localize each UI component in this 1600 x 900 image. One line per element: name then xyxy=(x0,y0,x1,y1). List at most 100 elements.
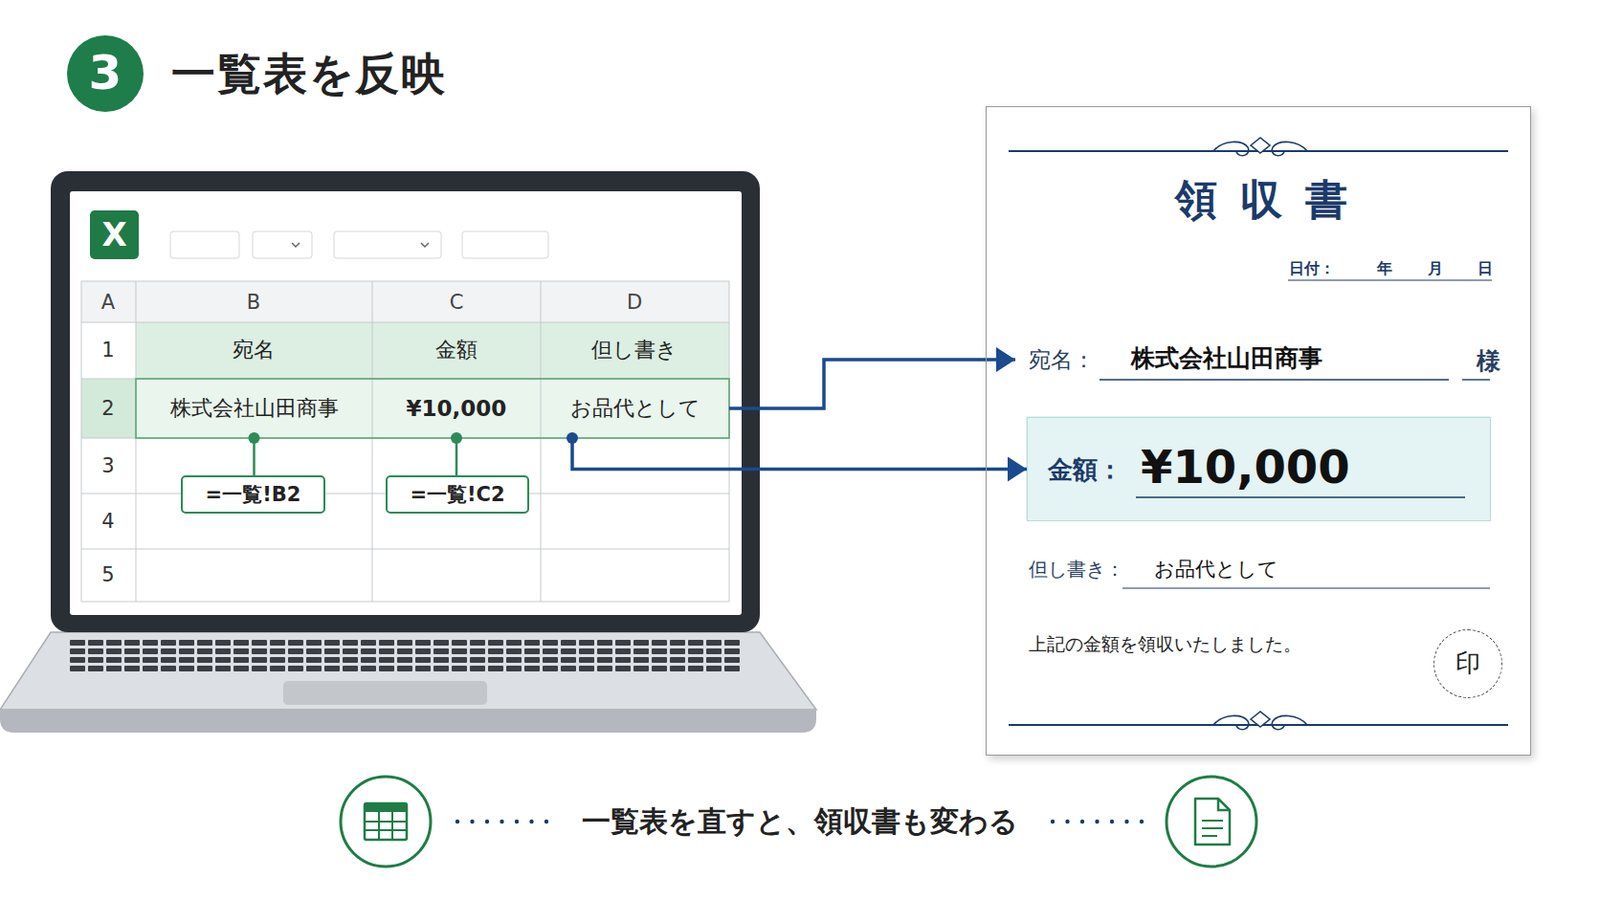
anchor-dot xyxy=(450,432,463,445)
toolbar xyxy=(462,231,549,259)
node-text: 日付： xyxy=(1288,260,1335,278)
document-icon xyxy=(1166,777,1257,867)
dotted-line xyxy=(1124,820,1129,824)
title: 一覧表を反映 xyxy=(171,48,447,100)
toolbar xyxy=(170,231,240,259)
row-number: 4 xyxy=(101,510,114,534)
dotted-line xyxy=(469,820,474,824)
node-text: 上記の金額を領収いたしました。 xyxy=(1028,634,1302,656)
underline xyxy=(1122,587,1490,589)
ornament xyxy=(1250,711,1270,728)
underline xyxy=(1135,496,1466,499)
column-letter: D xyxy=(626,290,643,314)
dotted-line xyxy=(1110,820,1114,824)
laptop xyxy=(0,171,817,734)
dotted-line xyxy=(485,820,489,824)
sheet-icon xyxy=(364,829,407,832)
sheet-grid xyxy=(81,378,136,439)
laptop xyxy=(283,681,488,706)
node-text: =一覧!C2 xyxy=(409,483,505,507)
node-text: 3 xyxy=(88,45,123,102)
node-text: 宛名： xyxy=(1028,347,1095,373)
sheet-grid xyxy=(81,378,730,439)
header-cell: 金額 xyxy=(435,337,478,362)
sheet-grid xyxy=(135,322,730,379)
underline xyxy=(1099,378,1449,380)
node-text: 印 xyxy=(1455,649,1481,679)
document-icon xyxy=(1218,799,1230,811)
data-cell: お品代として xyxy=(540,378,730,439)
dotted-line xyxy=(1080,820,1085,824)
dotted-line xyxy=(499,820,504,824)
underline xyxy=(1099,280,1492,589)
receipt: 領収書日付：年月日上記の金額を領収いたしました。宛名：株式会社山田商事様金額：¥… xyxy=(985,106,1532,756)
node-text: 月 xyxy=(1427,260,1444,278)
underline xyxy=(1288,279,1492,281)
sheet-grid xyxy=(540,281,542,602)
node-text: 年 xyxy=(1377,260,1393,278)
sheet-grid xyxy=(81,549,730,551)
toolbar xyxy=(291,243,300,247)
data-cell: ¥10,000 xyxy=(372,378,541,439)
sheet-grid xyxy=(81,281,730,602)
laptop xyxy=(69,191,742,616)
sheet-icon xyxy=(364,803,407,813)
step-number: 3 xyxy=(66,35,144,112)
node-text: 様 xyxy=(1476,348,1501,377)
dotted-line xyxy=(529,820,534,824)
row-number: 3 xyxy=(101,454,114,478)
excel-icon: X xyxy=(89,210,139,260)
node-text: =一覧!B2 xyxy=(205,483,302,507)
node-text: 株式会社山田商事 xyxy=(170,396,339,421)
sheet-icon xyxy=(340,777,431,867)
document-icon xyxy=(1201,835,1218,838)
document-icon xyxy=(1166,777,1257,867)
note-field: 但し書き：お品代として xyxy=(1019,551,1494,588)
column-letter: C xyxy=(449,290,465,314)
row-number: 5 xyxy=(101,563,114,587)
sheet-grid xyxy=(729,281,731,602)
laptop xyxy=(0,710,817,734)
node-text: 領収書 xyxy=(1152,176,1372,225)
sheet-icon xyxy=(364,821,407,823)
anchor-dot xyxy=(566,432,578,445)
row-number: 1 xyxy=(101,338,114,362)
ornament xyxy=(1271,141,1308,156)
addressee-field: 宛名： 株式会社山田商事 様 xyxy=(1015,335,1504,384)
dotted-line xyxy=(1094,820,1099,824)
node-text: ¥10,000 xyxy=(1140,441,1351,494)
sheet-grid xyxy=(81,281,83,602)
ornament xyxy=(1213,715,1249,730)
sheet-grid xyxy=(135,378,730,439)
flow-arrow xyxy=(729,359,1016,409)
node-text: ¥10,000 xyxy=(406,396,508,422)
formula-box: =一覧!C2 xyxy=(385,475,530,514)
sheet-grid xyxy=(81,281,730,602)
receipt-paper xyxy=(985,106,1532,756)
dotted-line xyxy=(455,820,460,824)
laptop xyxy=(50,171,760,633)
sheet-grid xyxy=(81,281,730,602)
node-text: 株式会社山田商事 xyxy=(1131,345,1323,374)
column-letter: A xyxy=(101,290,115,314)
node-text: お品代として xyxy=(570,396,701,421)
header-cell: 宛名 xyxy=(232,337,275,362)
sheet-icon xyxy=(364,803,407,841)
ornament xyxy=(1213,141,1249,156)
sheet-icon xyxy=(377,812,380,841)
receipt-paper xyxy=(985,106,1532,756)
seal-circle: 印 xyxy=(1433,629,1503,699)
dotted-line xyxy=(514,820,519,824)
formula-box: =一覧!B2 xyxy=(180,475,326,514)
sheet-grid xyxy=(372,281,374,602)
document-icon xyxy=(1195,799,1230,845)
laptop xyxy=(0,632,817,711)
sheet-grid xyxy=(81,281,730,283)
sheet-grid xyxy=(135,281,137,602)
sheet-icon xyxy=(340,777,431,867)
underline xyxy=(1462,378,1490,380)
node-text: 金額： xyxy=(1047,456,1123,486)
node-text: お品代として xyxy=(1154,557,1279,581)
